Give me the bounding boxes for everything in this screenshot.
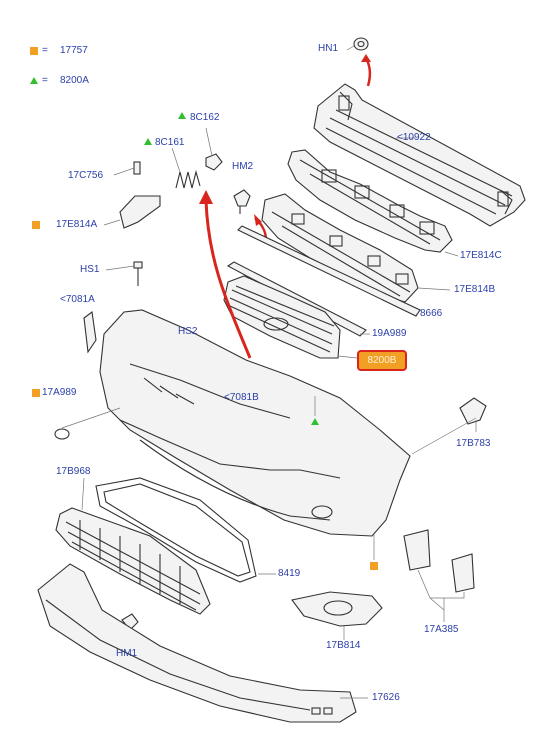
callout-8c161: 8C161 (155, 137, 185, 148)
grille-surround-8419-part (95, 477, 257, 583)
strip-8666-part (237, 225, 421, 317)
callout-hs1: HS1 (80, 264, 100, 275)
callout-17a385: 17A385 (424, 624, 459, 635)
bracket-17a385-left-part (403, 529, 431, 571)
spring-8c161-part (171, 147, 201, 189)
legend-triangle-eq: = (42, 75, 48, 86)
marker-square-17a989 (32, 389, 40, 397)
lower-valance-part (37, 563, 357, 723)
legend-square-label: 17757 (60, 45, 88, 56)
reinforcement-beam-part (313, 83, 526, 227)
marker-square-17e814a (32, 221, 40, 229)
callout-17b783: 17B783 (456, 438, 491, 449)
legend-triangle-label: 8200A (60, 75, 89, 86)
arrow-to-hn1 (364, 57, 372, 87)
legend-square-icon (30, 47, 38, 55)
ring-17a989-part (54, 428, 70, 440)
callout-17626: 17626 (372, 692, 400, 703)
lower-grille-part (55, 507, 211, 615)
callout-17e814c: 17E814C (460, 250, 502, 261)
callout-hn1: HN1 (318, 43, 339, 54)
callout-hm1: HM1 (116, 648, 138, 659)
absorber-lower-part (261, 193, 419, 303)
callout-17e814a: 17E814A (56, 219, 98, 230)
callout-17b968: 17B968 (56, 466, 91, 477)
bracket-17b783-part (459, 397, 487, 425)
fog-bezel-part (291, 591, 383, 627)
bracket-17a385-right-part (451, 553, 475, 593)
legend-triangle-icon (30, 77, 38, 84)
clip-8c162-part (205, 127, 223, 171)
bracket-7081a-part (83, 311, 97, 354)
absorber-upper-part (287, 149, 453, 253)
callout-8c162: 8C162 (190, 112, 220, 123)
callout-10922: <10922 (397, 132, 431, 143)
callout-8419: 8419 (278, 568, 301, 579)
callout-17b814: 17B814 (326, 640, 361, 651)
hn1-nut-part (346, 37, 369, 51)
marker-triangle-8c161 (144, 138, 152, 145)
callout-8666: 8666 (420, 308, 443, 319)
callout-17c756: 17C756 (68, 170, 104, 181)
marker-square-bumper (370, 562, 378, 570)
hm2-clip-part (233, 189, 251, 214)
legend-square-eq: = (42, 45, 48, 56)
callout-hs2: HS2 (178, 326, 198, 337)
bracket-17e814a-part (103, 195, 161, 229)
callout-17a989: 17A989 (42, 387, 77, 398)
callout-7081a: <7081A (60, 294, 95, 305)
callout-8200b-highlight: 8200B (357, 350, 407, 371)
callout-19a989: 19A989 (372, 328, 407, 339)
marker-triangle-grille (311, 418, 319, 425)
marker-triangle-8c162 (178, 112, 186, 119)
callout-17e814b: 17E814B (454, 284, 496, 295)
callout-hm2: HM2 (232, 161, 254, 172)
pin-17c756-part (113, 161, 141, 176)
hs1-screw-part (105, 261, 143, 286)
arrow-to-grille (204, 199, 252, 359)
callout-7081b: <7081B (224, 392, 259, 403)
bumper-cover-part (99, 309, 411, 537)
